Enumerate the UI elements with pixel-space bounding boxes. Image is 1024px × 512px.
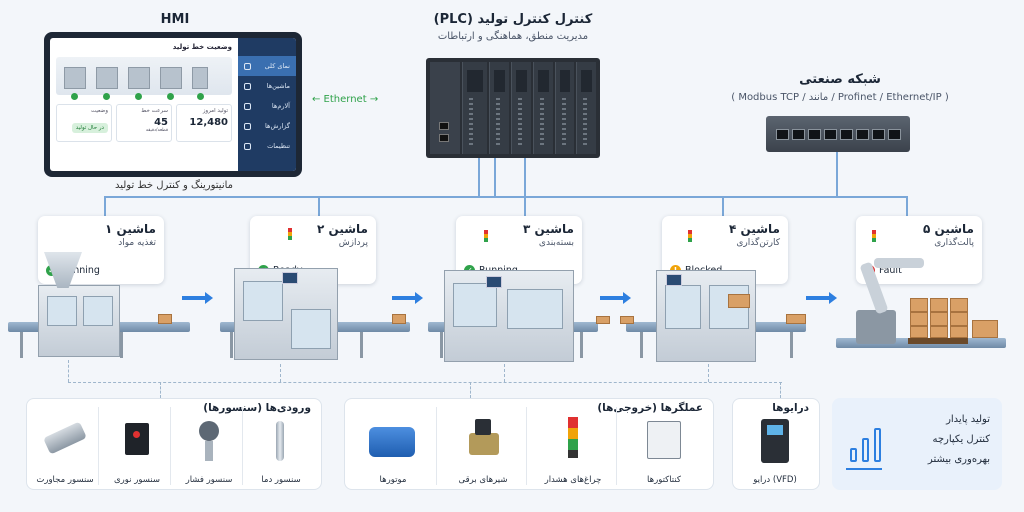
temperature-sensor-icon bbox=[276, 421, 284, 461]
hmi-panel: نمای کلی ماشین‌ها آلارم‌ها گزارش‌ها تنظی… bbox=[44, 32, 302, 177]
hmi-card-speed: سرعت خط 45 قطعه/دقیقه bbox=[116, 104, 172, 142]
motor-icon bbox=[369, 427, 415, 457]
hmi-main: وضعیت خط تولید تولید امروز 12,480 سرعت خ… bbox=[50, 38, 238, 171]
hmi-nav-overview[interactable]: نمای کلی bbox=[238, 56, 296, 76]
hmi-card-status: وضعیت در حال تولید bbox=[56, 104, 112, 142]
plc-title: (PLC) کنترل کنترل تولید bbox=[433, 12, 593, 27]
hmi-nav-machines[interactable]: ماشین‌ها bbox=[238, 76, 296, 96]
hmi-nav-settings[interactable]: تنظیمات bbox=[238, 136, 296, 156]
temperature-sensor: سنسور دما bbox=[249, 417, 313, 487]
hmi-nav-alarms[interactable]: آلارم‌ها bbox=[238, 96, 296, 116]
hmi-title: HMI bbox=[160, 12, 190, 27]
outputs-group: عملگرها (خروجی‌ها) کنتاکتورها چراغ‌های ه… bbox=[344, 398, 714, 490]
bar-chart-icon bbox=[850, 422, 884, 462]
flow-arrow-icon bbox=[392, 292, 423, 304]
machine-card-5[interactable]: ماشین ۵ پالت‌گذاری !Fault bbox=[856, 216, 982, 284]
machine-3-illustration bbox=[444, 270, 574, 362]
flow-arrow-icon bbox=[600, 292, 631, 304]
machine-1-illustration bbox=[38, 285, 120, 357]
hmi-line-diagram bbox=[56, 57, 232, 100]
drives-title: درایوها bbox=[772, 402, 809, 414]
proximity-sensor-icon bbox=[43, 421, 87, 455]
optical-sensor-icon bbox=[125, 423, 149, 455]
drives-group: درایوها درایو (VFD) bbox=[732, 398, 820, 490]
robot-arm-illustration bbox=[856, 310, 896, 344]
solenoid-valves: شیرهای برقی bbox=[443, 417, 523, 487]
status-badge: در حال تولید bbox=[71, 123, 108, 133]
pressure-sensor-icon bbox=[199, 421, 219, 441]
network-switch bbox=[766, 116, 910, 152]
machine-2-illustration bbox=[234, 268, 338, 360]
hmi-screen: نمای کلی ماشین‌ها آلارم‌ها گزارش‌ها تنظی… bbox=[50, 38, 296, 171]
vfd-drive: درایو (VFD) bbox=[743, 417, 807, 487]
home-icon bbox=[244, 62, 251, 70]
flow-arrow-icon bbox=[806, 292, 837, 304]
benefit-3: بهره‌وری بیشتر bbox=[927, 454, 990, 465]
plc-subtitle: مدیریت منطق، هماهنگی و ارتباطات bbox=[437, 31, 589, 42]
network-title: شبکه صنعتی bbox=[799, 72, 881, 87]
signal-tower-icon bbox=[568, 417, 578, 458]
inputs-group: ورودی‌ها (سنسورها) سنسور دما سنسور فشار … bbox=[26, 398, 322, 490]
solenoid-valve-icon bbox=[469, 433, 499, 455]
hmi-screen-title: وضعیت خط تولید bbox=[172, 43, 232, 51]
alarm-icon bbox=[244, 102, 251, 110]
motors: موتورها bbox=[353, 417, 433, 487]
benefit-2: کنترل یکپارچه bbox=[932, 434, 991, 445]
gear-icon bbox=[244, 142, 251, 150]
hmi-nav-reports[interactable]: گزارش‌ها bbox=[238, 116, 296, 136]
inputs-title: ورودی‌ها (سنسورها) bbox=[203, 402, 311, 414]
plc-cpu bbox=[430, 62, 460, 154]
hmi-caption: مانیتورینگ و کنترل خط تولید bbox=[114, 180, 234, 191]
hmi-card-production: تولید امروز 12,480 bbox=[176, 104, 232, 142]
report-icon bbox=[244, 122, 251, 130]
pressure-sensor: سنسور فشار bbox=[177, 417, 241, 487]
warning-lights: چراغ‌های هشدار bbox=[533, 417, 613, 487]
benefits-box: تولید پایدار کنترل یکپارچه بهره‌وری بیشت… bbox=[832, 398, 1002, 490]
optical-sensor: سنسور نوری bbox=[105, 417, 169, 487]
ethernet-link-label: ← Ethernet → bbox=[312, 94, 379, 105]
plc-unit bbox=[426, 58, 600, 158]
benefit-1: تولید پایدار bbox=[946, 414, 990, 425]
hmi-sidebar: نمای کلی ماشین‌ها آلارم‌ها گزارش‌ها تنظی… bbox=[238, 38, 296, 171]
contactor-icon bbox=[647, 421, 681, 459]
network-subtitle: ( Modbus TCP / مانند / Profinet / Ethern… bbox=[731, 92, 949, 103]
machine-icon bbox=[244, 82, 251, 90]
flow-arrow-icon bbox=[182, 292, 213, 304]
proximity-sensor: سنسور مجاورت bbox=[33, 417, 97, 487]
outputs-title: عملگرها (خروجی‌ها) bbox=[597, 402, 703, 414]
contactors: کنتاکتورها bbox=[625, 417, 703, 487]
